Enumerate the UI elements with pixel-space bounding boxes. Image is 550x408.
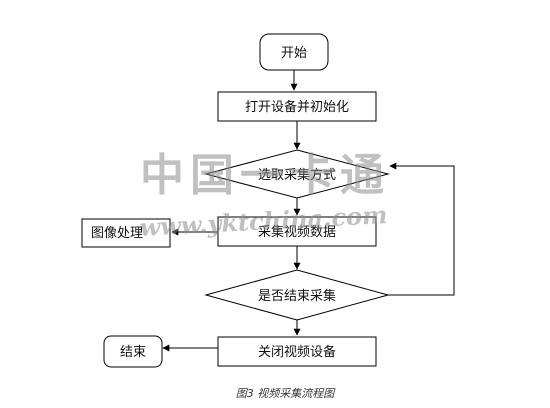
end-capture-decision-node: 是否结束采集 [204, 269, 390, 321]
close-device-label: 关闭视频设备 [258, 344, 336, 360]
image-process-label: 图像处理 [91, 226, 143, 241]
open-init-node: 打开设备并初始化 [217, 91, 377, 122]
select-mode-label: 选取采集方式 [258, 167, 336, 183]
capture-data-label: 采集视频数据 [258, 224, 336, 240]
end-label: 结束 [120, 345, 146, 360]
watermark-chinese: 中国一卡通 [140, 150, 390, 201]
close-device-node: 关闭视频设备 [217, 336, 377, 367]
figure-caption: 图3 视频采集流程图 [236, 387, 336, 400]
select-mode-node: 选取采集方式 [204, 149, 390, 199]
end-node: 结束 [103, 335, 163, 368]
start-node: 开始 [259, 33, 329, 71]
arrow-loop-back [388, 162, 455, 296]
end-capture-decision-label: 是否结束采集 [258, 288, 336, 304]
capture-data-node: 采集视频数据 [217, 216, 377, 247]
image-process-node: 图像处理 [81, 218, 171, 248]
watermark: 中国一卡通 www.yktchina.com [139, 150, 390, 242]
open-init-label: 打开设备并初始化 [245, 99, 349, 115]
start-label: 开始 [281, 46, 307, 61]
